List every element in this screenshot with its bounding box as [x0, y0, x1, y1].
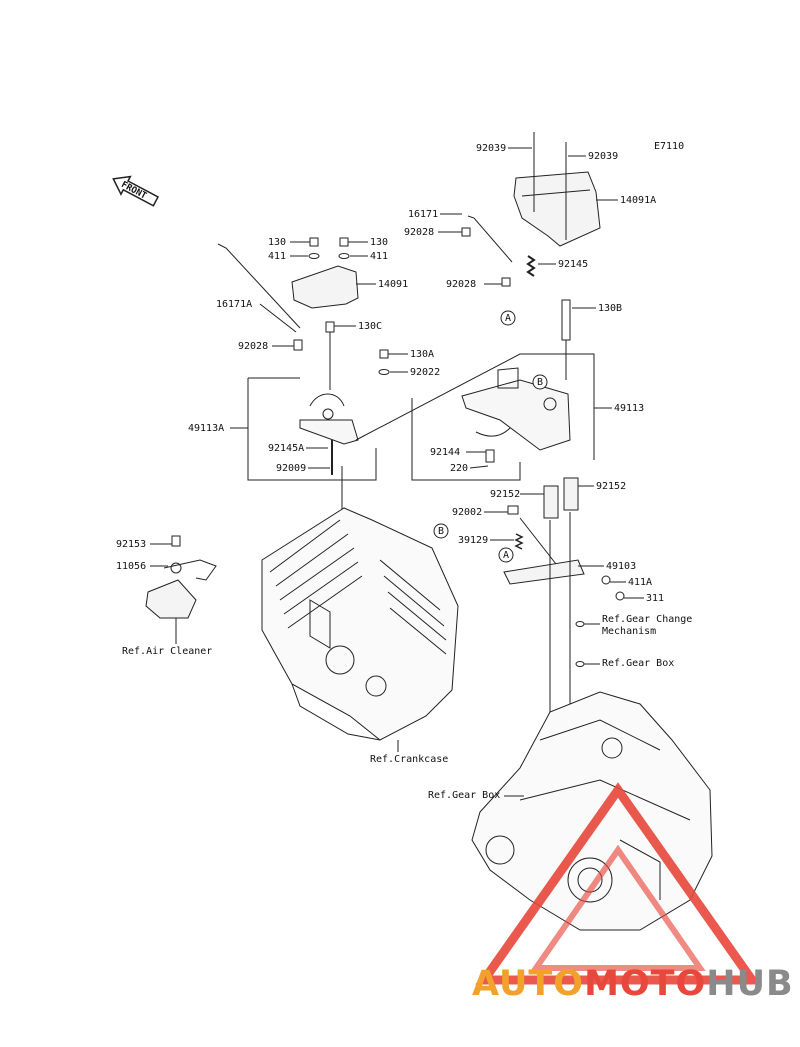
- air-cleaner-part: [145, 579, 197, 619]
- callout-130C: 130C: [358, 321, 383, 332]
- callout-92039: 92039: [588, 151, 619, 162]
- callout-16171: 16171: [408, 209, 439, 220]
- callout-92002: 92002: [452, 507, 483, 518]
- callout-130: 130: [370, 237, 389, 248]
- letter-mark-a: A: [505, 313, 512, 324]
- spring-92145: [526, 255, 536, 277]
- callout-92028: 92028: [446, 279, 477, 290]
- callout-92153: 92153: [116, 539, 147, 550]
- ref-gear-box: Ref.Gear Box: [602, 658, 675, 669]
- watermark-triangle-icon: [475, 782, 761, 985]
- ref-air-cleaner: Ref.Air Cleaner: [122, 646, 213, 657]
- callout-14091: 14091: [378, 279, 409, 290]
- cover-14091: [291, 265, 359, 309]
- callout-92145: 92145: [558, 259, 589, 270]
- callout-92009: 92009: [276, 463, 307, 474]
- ref-gear-change: Ref.Gear Change Mechanism: [602, 614, 693, 637]
- diagram-code: E7110: [654, 141, 685, 152]
- callout-92039: 92039: [476, 143, 507, 154]
- letter-mark-b: B: [537, 377, 544, 388]
- letter-mark-b: B: [438, 526, 445, 537]
- callout-92022: 92022: [410, 367, 441, 378]
- ref-gear-box: Ref.Gear Box: [428, 790, 501, 801]
- lever-49103: [503, 559, 585, 585]
- callout-11056: 11056: [116, 561, 147, 572]
- front-arrow-icon: [112, 175, 160, 207]
- callout-92152: 92152: [596, 481, 627, 492]
- watermark-logo: AUTOMOTOHUB: [472, 964, 794, 1004]
- crankcase-drawing: [261, 507, 459, 741]
- callout-92144: 92144: [430, 447, 461, 458]
- cover-14091A: [513, 171, 601, 247]
- ref-crankcase: Ref.Crankcase: [370, 754, 449, 765]
- callout-92028: 92028: [404, 227, 435, 238]
- callout-92152: 92152: [490, 489, 521, 500]
- callout-411A: 411A: [628, 577, 653, 588]
- callout-411: 411: [370, 251, 389, 262]
- callout-49103: 49103: [606, 561, 637, 572]
- letter-mark-a: A: [503, 550, 510, 561]
- gearbox-drawing: [471, 691, 713, 931]
- callout-49113: 49113: [614, 403, 645, 414]
- callout-130A: 130A: [410, 349, 435, 360]
- callout-92145A: 92145A: [268, 443, 305, 454]
- callout-92028: 92028: [238, 341, 269, 352]
- callout-130B: 130B: [598, 303, 623, 314]
- callout-49113A: 49113A: [188, 423, 225, 434]
- callout-130: 130: [268, 237, 287, 248]
- callout-14091A: 14091A: [620, 195, 657, 206]
- callout-39129: 39129: [458, 535, 489, 546]
- callout-311: 311: [646, 593, 665, 604]
- callout-16171A: 16171A: [216, 299, 253, 310]
- callout-220: 220: [450, 463, 469, 474]
- callout-411: 411: [268, 251, 287, 262]
